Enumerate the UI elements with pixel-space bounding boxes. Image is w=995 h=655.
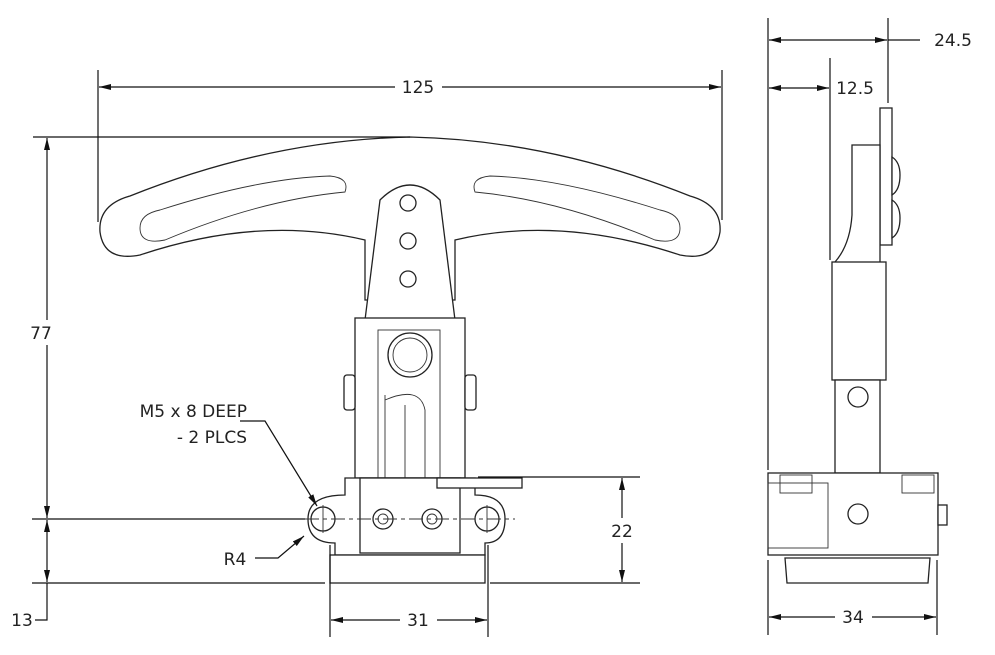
side-screw-left (343, 374, 356, 411)
stem-hole (399, 270, 417, 288)
tab (436, 477, 523, 489)
dim-base-offset: 13 (11, 611, 33, 631)
front-dimensions: 125 77 13 22 31 M5 x 8 DEEP - 2 PLCS R4 (11, 70, 723, 637)
base-pin-side (847, 503, 869, 525)
pivot-pin (387, 332, 433, 378)
handle-slot-left (139, 175, 347, 242)
side-screw-right (464, 374, 477, 411)
handle-plate (879, 107, 893, 246)
side-dimensions: 24.5 12.5 34 (767, 18, 972, 635)
stem-bolt-2 (399, 232, 417, 250)
stem-bolt-1 (399, 194, 417, 212)
dim-arm-offset: 12.5 (836, 79, 874, 99)
clevis (831, 261, 887, 381)
handle-slot-right (473, 175, 681, 242)
front-view (99, 136, 721, 584)
dim-base-height: 22 (611, 522, 633, 542)
dim-height: 77 (30, 324, 52, 344)
dim-overall-depth: 24.5 (934, 31, 972, 51)
dim-width: 125 (402, 78, 434, 98)
side-foot (784, 557, 931, 584)
hole-note-line2: - 2 PLCS (177, 428, 247, 448)
hole-note-line1: M5 x 8 DEEP (140, 402, 247, 422)
radius-note: R4 (224, 550, 247, 570)
side-view (767, 107, 948, 584)
dim-base-depth: 34 (842, 608, 864, 628)
base-plate (329, 554, 486, 584)
dim-hole-spacing: 31 (407, 611, 429, 631)
stem (364, 184, 456, 321)
pivot-pin-side (847, 386, 869, 408)
